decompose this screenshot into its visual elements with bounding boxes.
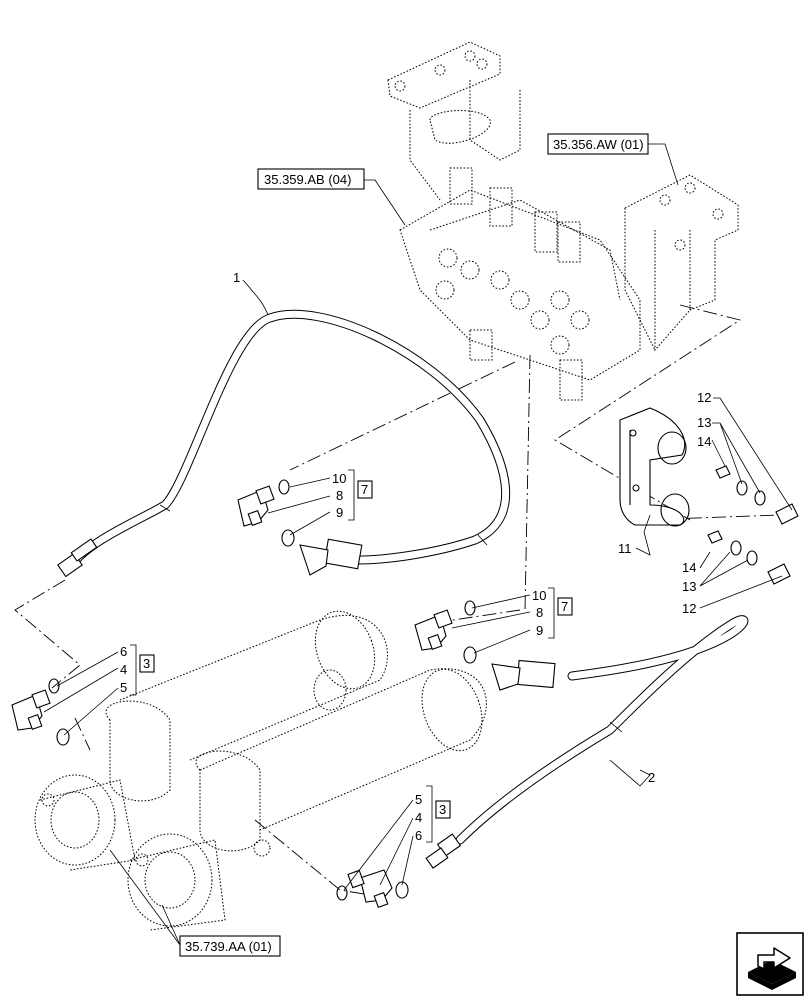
valve-reference-text: 35.359.AB (04) — [264, 172, 351, 187]
right-support-bracket — [624, 174, 739, 352]
callout-hose-1: 1 — [233, 270, 240, 285]
left-kit-box — [139, 654, 155, 673]
callout-upper-kit-7: 7 — [361, 482, 368, 497]
next-page-arrow-icon[interactable] — [736, 932, 804, 996]
callout-bolt-bottom: 12 — [682, 601, 696, 616]
assembly-center-lines — [14, 304, 781, 896]
middle-kit-box — [557, 597, 573, 616]
callout-bolt-top: 12 — [697, 390, 711, 405]
callout-middle-kit-7: 7 — [561, 599, 568, 614]
callout-upper-kit-8: 8 — [336, 488, 343, 503]
callout-right-kit-5: 5 — [415, 792, 422, 807]
callout-washer-bottom: 13 — [682, 579, 696, 594]
callout-hose-2: 2 — [648, 770, 655, 785]
callout-nut-top: 14 — [697, 434, 711, 449]
upper-kit-box — [357, 480, 373, 499]
valve-reference[interactable]: 35.359.AB (04) — [257, 168, 365, 190]
bracket-reference-text: 35.356.AW (01) — [553, 137, 644, 152]
callout-upper-kit-10: 10 — [332, 471, 346, 486]
callout-middle-kit-8: 8 — [536, 605, 543, 620]
control-valve-assembly — [387, 41, 641, 401]
callout-right-kit-6: 6 — [415, 828, 422, 843]
right-kit-box — [435, 800, 451, 819]
bracket-reference[interactable]: 35.356.AW (01) — [547, 133, 649, 155]
hose-1 — [57, 309, 511, 578]
callout-left-kit-6: 6 — [120, 644, 127, 659]
callout-numbers: 1 2 11 12 13 14 14 13 12 10 8 9 7 10 8 9… — [120, 270, 711, 843]
callout-bracket-plate: 11 — [618, 541, 632, 556]
elbow-fittings — [11, 485, 453, 909]
leader-lines — [43, 143, 793, 946]
cylinder-reference[interactable]: 35.739.AA (01) — [179, 935, 281, 957]
o-rings — [48, 479, 477, 901]
callout-middle-kit-9: 9 — [536, 623, 543, 638]
callout-right-kit-3: 3 — [439, 802, 446, 817]
callout-washer-top: 13 — [697, 415, 711, 430]
callout-nut-bottom: 14 — [682, 560, 696, 575]
fasteners — [707, 465, 799, 585]
callout-left-kit-4: 4 — [120, 662, 127, 677]
hose-2 — [425, 615, 749, 869]
callout-left-kit-3: 3 — [143, 656, 150, 671]
kit-brackets — [130, 469, 555, 843]
callout-right-kit-4: 4 — [415, 810, 422, 825]
bracket-plate-11 — [619, 407, 690, 527]
cylinder-reference-text: 35.739.AA (01) — [185, 939, 272, 954]
callout-upper-kit-9: 9 — [336, 505, 343, 520]
callout-left-kit-5: 5 — [120, 680, 127, 695]
hydraulic-cylinders — [34, 610, 487, 931]
callout-middle-kit-10: 10 — [532, 588, 546, 603]
